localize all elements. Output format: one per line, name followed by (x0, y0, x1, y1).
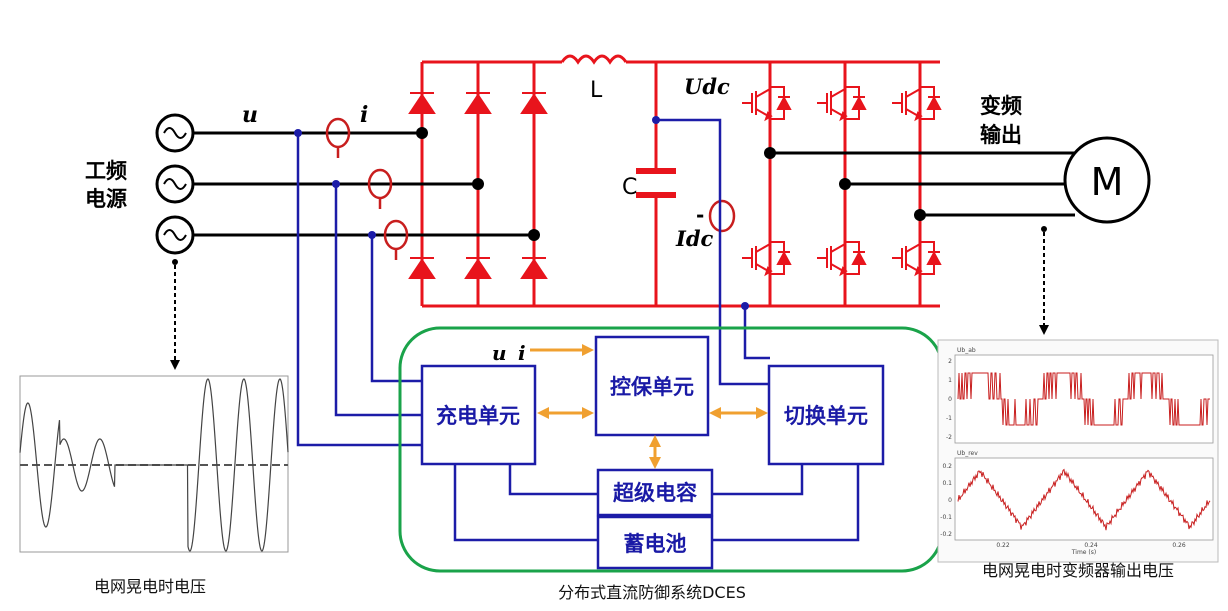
left-plot-caption: 电网晃电时电压 (94, 577, 206, 596)
diode-bottom-3 (520, 257, 548, 279)
bottom-plot-tick: -0.2 (940, 531, 952, 538)
motor-icon (1063, 136, 1151, 224)
switch-unit-label: 切换单元 (784, 404, 868, 428)
diode-bottom-2 (464, 257, 492, 279)
bottom-plot-tick: 0.1 (942, 480, 952, 487)
capacitor-label: C (622, 175, 637, 200)
capacitor (636, 168, 676, 198)
dces-input-i: i (518, 341, 526, 365)
diode-bottom-1 (408, 257, 436, 279)
plot-pointers (170, 226, 1049, 370)
bottom-plot-tick: 0 (948, 497, 952, 504)
control-unit-box (594, 335, 710, 437)
x-axis-tick: 0.26 (1172, 542, 1186, 549)
charge-unit-box (420, 364, 537, 466)
igbt-upper-3-icon (892, 81, 942, 125)
igbt-lower-2-icon (817, 236, 867, 280)
current-sensor-2-icon (367, 168, 393, 209)
bottom-plot-tick: 0.2 (942, 463, 952, 470)
battery-label: 蓄电池 (624, 532, 687, 556)
igbt-upper-1-icon (742, 81, 792, 125)
igbt-lower-1-icon (742, 236, 792, 280)
left-voltage-plot (19, 375, 289, 553)
top-plot-tick: -2 (946, 434, 952, 441)
dces-input-u: u (492, 341, 507, 365)
control-unit-label: 控保单元 (610, 375, 694, 399)
left-waveform (19, 378, 289, 552)
dces-caption: 分布式直流防御系统DCES (558, 583, 746, 602)
igbt-upper-2-icon (817, 81, 867, 125)
sine-glyphs (163, 127, 187, 241)
inductor-label: L (590, 78, 603, 103)
right-output-plot: Ub_ab Ub_rev 2 1 0 -1 -2 0.2 0.1 0 -0.1 -0.2 0.22 0… (937, 339, 1219, 563)
current-sensor-1-icon (325, 117, 351, 158)
output-label-line1: 变频 (980, 94, 1022, 118)
data-arrows (530, 344, 768, 469)
voltage-u-label: u (242, 102, 258, 128)
source-label-line1: 工频 (85, 159, 127, 183)
junction-dots (416, 127, 926, 241)
top-plot-title: Ub_ab (957, 347, 976, 354)
control-wiring (296, 118, 860, 542)
inductor-coil (560, 54, 628, 65)
current-sensor-3-icon (383, 219, 409, 260)
supercap-label: 超级电容 (613, 481, 697, 505)
power-circuit (420, 54, 940, 308)
rectifier-diodes (408, 92, 548, 279)
x-axis-tick: 0.22 (996, 542, 1010, 549)
udc-label: Udc (684, 74, 730, 99)
supercap-box (596, 468, 714, 517)
control-dots (294, 116, 749, 310)
top-plot-tick: 1 (948, 377, 952, 384)
idc-label: Idc (675, 226, 714, 251)
switch-unit-box (767, 364, 885, 466)
bottom-plot-title: Ub_rev (957, 450, 978, 457)
right-plot-caption: 电网晃电时变频器输出电压 (982, 561, 1174, 580)
battery-box (596, 515, 714, 570)
top-plot-tick: 2 (948, 358, 952, 365)
igbt-lower-3-icon (892, 236, 942, 280)
diode-top-3 (520, 92, 548, 114)
charge-unit-label: 充电单元 (436, 404, 520, 428)
top-plot-tick: -1 (946, 415, 952, 422)
dc-current-sensor-icon (708, 199, 736, 233)
diode-top-1 (408, 92, 436, 114)
current-sensors (325, 117, 736, 260)
x-axis-tick: 0.24 (1084, 542, 1098, 549)
right-plot-xlabel: Time (s) (1071, 549, 1096, 556)
dces-blocks (420, 335, 885, 570)
pwm-voltage-waveform (957, 372, 1210, 426)
bottom-plot-tick: -0.1 (940, 514, 952, 521)
top-plot-tick: 0 (948, 396, 952, 403)
motor: M (1063, 136, 1151, 224)
source-label-line2: 电源 (85, 187, 127, 211)
current-i-label: i (360, 102, 368, 128)
motor-label: M (1091, 160, 1124, 204)
output-triangle-waveform (957, 468, 1211, 531)
idc-minus-label: - (696, 203, 704, 227)
diode-top-2 (464, 92, 492, 114)
output-label-line2: 输出 (980, 123, 1022, 147)
inverter-igbts (742, 81, 942, 280)
